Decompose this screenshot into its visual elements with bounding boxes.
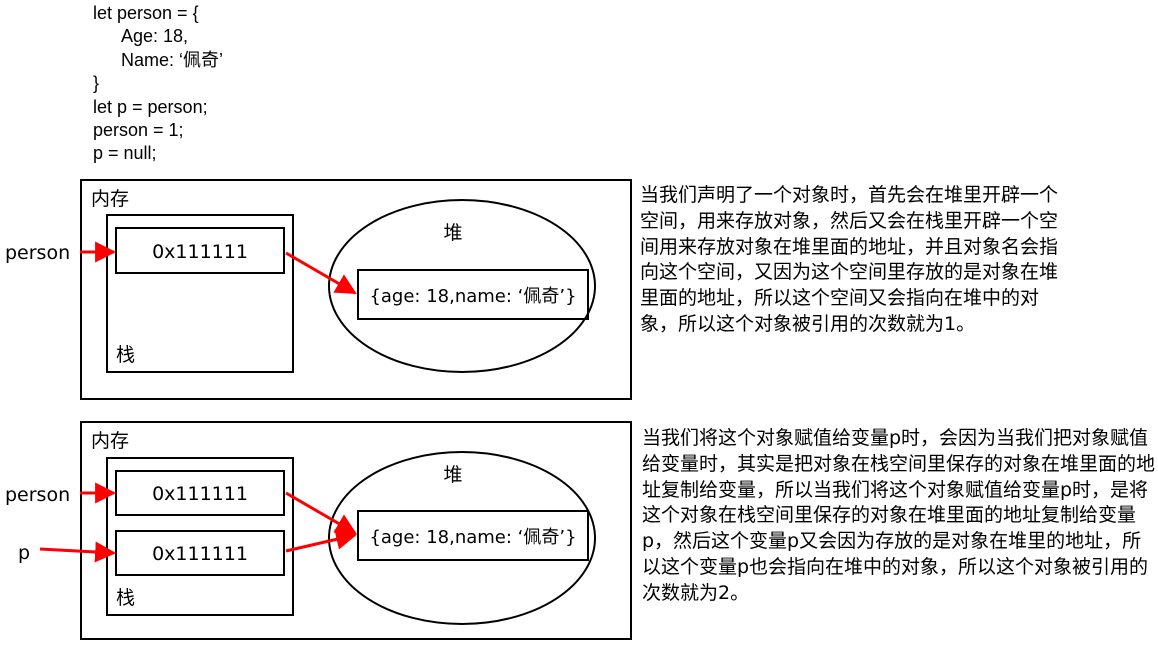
- heap-label: 堆: [443, 464, 462, 486]
- arrow-stack2-to-heap: [285, 529, 358, 553]
- arrow-stack1-to-heap: [285, 491, 357, 535]
- stack-cell-value: 0x111111: [152, 241, 248, 263]
- code-snippet: let person = { Age: 18, Name: ‘佩奇’ } let…: [93, 2, 223, 166]
- heap-ellipse: [328, 451, 596, 625]
- memory-box: [80, 421, 632, 640]
- heap-object-text: {age: 18,name: ‘佩奇’}: [369, 527, 576, 548]
- diagram-1: 内存 栈 0x111111 堆 {age: 18,name: ‘佩奇’} per…: [5, 179, 632, 400]
- variable-person-label: person: [5, 484, 70, 506]
- diagram-2: 内存 栈 0x111111 0x111111 堆 {age: 18,name: …: [5, 421, 632, 640]
- stack-label: 栈: [116, 587, 135, 609]
- code-line: Name: ‘佩奇’: [121, 49, 224, 70]
- stack-box: [106, 457, 294, 616]
- stack-box: [106, 214, 294, 373]
- memory-label: 内存: [91, 430, 129, 452]
- heap-ellipse: [328, 199, 596, 373]
- stack-cell-value: 0x111111: [152, 483, 248, 505]
- memory-box: [80, 179, 632, 400]
- variable-p-label: p: [18, 542, 30, 564]
- code-line: person = 1;: [93, 120, 184, 141]
- memory-label: 内存: [91, 188, 129, 210]
- code-line: let p = person;: [93, 96, 208, 117]
- code-line: Age: 18,: [121, 26, 189, 47]
- heap-label: 堆: [443, 222, 462, 244]
- arrow-stack-to-heap: [285, 251, 357, 295]
- heap-object-box: [357, 510, 589, 561]
- description-2: 当我们将这个对象赋值给变量p时，会因为当我们把对象赋值给变量时，其实是把对象在栈…: [642, 427, 1156, 604]
- variable-person-label: person: [5, 242, 70, 264]
- stack-cell-value: 0x111111: [152, 543, 248, 565]
- heap-object-box: [357, 269, 589, 320]
- arrow-p-to-stack: [39, 541, 117, 563]
- code-line: p = null;: [93, 143, 157, 164]
- heap-object-text: {age: 18,name: ‘佩奇’}: [369, 286, 576, 307]
- code-line: let person = {: [93, 3, 199, 23]
- description-1: 当我们声明了一个对象时，首先会在堆里开辟一个空间，用来存放对象，然后又会在栈里开…: [640, 184, 1059, 335]
- code-line: }: [93, 73, 100, 94]
- stack-label: 栈: [116, 344, 135, 366]
